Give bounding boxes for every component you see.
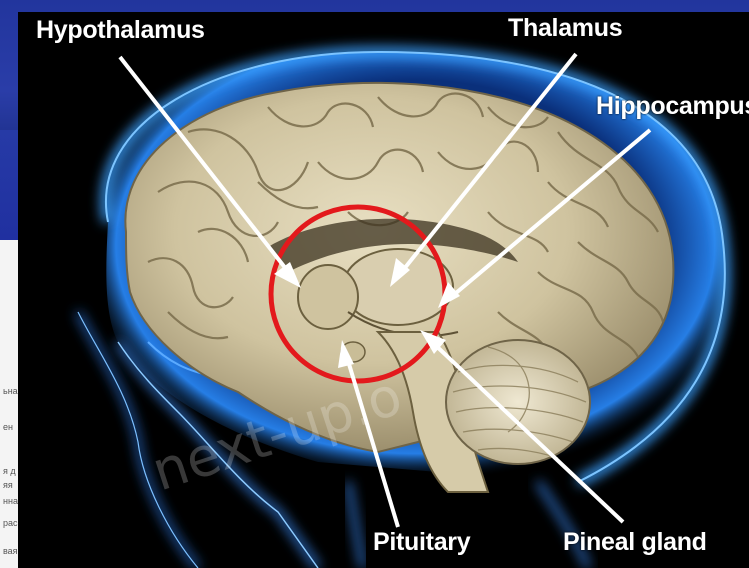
cerebellum xyxy=(446,340,590,464)
label-pituitary: Pituitary xyxy=(373,528,470,557)
doc-text-fragment: вая xyxy=(3,546,18,556)
label-hippocampus: Hippocampus xyxy=(596,92,749,121)
label-pineal-gland: Pineal gland xyxy=(563,528,707,557)
doc-text-fragment: яя xyxy=(3,480,13,490)
doc-text-fragment: рас xyxy=(3,518,18,528)
doc-text-fragment: нна xyxy=(3,496,18,506)
doc-text-fragment: ен xyxy=(3,422,13,432)
brain-illustration: next-up.o Hypothalamus Thalamus Hippocam… xyxy=(18,12,749,568)
label-thalamus: Thalamus xyxy=(508,14,622,43)
doc-text-fragment: ьна xyxy=(3,386,18,396)
doc-text-fragment: я д xyxy=(3,466,16,476)
label-hypothalamus: Hypothalamus xyxy=(36,16,205,45)
